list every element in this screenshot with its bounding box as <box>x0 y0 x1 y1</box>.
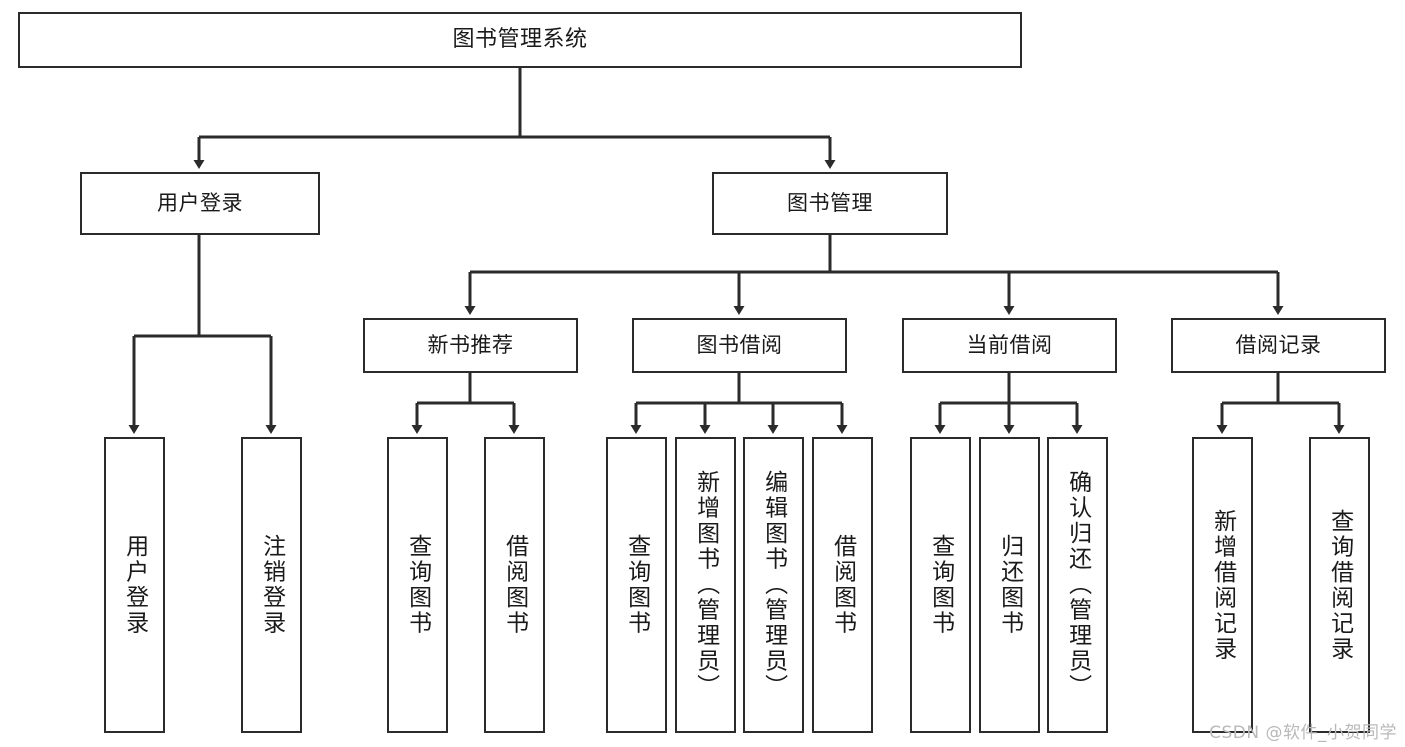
node-label: 图书管理 <box>787 191 873 216</box>
node-label: 编辑图书（管理员） <box>760 470 787 700</box>
node-label: 用户登录 <box>121 534 148 636</box>
node-label: 注销登录 <box>258 534 285 636</box>
node-label: 用户登录 <box>157 191 243 216</box>
leaf-book-borrow-edit-book-admin[interactable]: 编辑图书（管理员） <box>743 437 804 733</box>
leaf-current-borrow-query-book[interactable]: 查询图书 <box>910 437 971 733</box>
leaf-book-borrow-add-book-admin[interactable]: 新增图书（管理员） <box>675 437 736 733</box>
node-label: 图书管理系统 <box>452 27 588 53</box>
node-label: 图书借阅 <box>696 333 783 358</box>
node-label: 确认归还（管理员） <box>1064 470 1091 700</box>
leaf-user-login-logout[interactable]: 注销登录 <box>241 437 302 733</box>
node-new-book-recommendation[interactable]: 新书推荐 <box>363 318 578 373</box>
node-borrow-record[interactable]: 借阅记录 <box>1171 318 1386 373</box>
leaf-book-borrow-query-book[interactable]: 查询图书 <box>606 437 667 733</box>
leaf-current-borrow-return-book[interactable]: 归还图书 <box>979 437 1040 733</box>
node-label: 查询图书 <box>927 534 954 636</box>
node-book-borrow[interactable]: 图书借阅 <box>632 318 847 373</box>
node-root-book-management-system[interactable]: 图书管理系统 <box>18 12 1022 68</box>
node-label: 查询图书 <box>404 534 431 636</box>
node-user-login[interactable]: 用户登录 <box>80 172 320 235</box>
node-label: 新增图书（管理员） <box>692 470 719 700</box>
leaf-book-borrow-borrow-book[interactable]: 借阅图书 <box>812 437 873 733</box>
node-current-borrow[interactable]: 当前借阅 <box>902 318 1117 373</box>
node-label: 借阅图书 <box>501 534 528 636</box>
node-label: 借阅记录 <box>1235 333 1322 358</box>
leaf-new-book-borrow-book[interactable]: 借阅图书 <box>484 437 545 733</box>
node-label: 新书推荐 <box>427 333 514 358</box>
node-book-management[interactable]: 图书管理 <box>712 172 948 235</box>
csdn-watermark: CSDN @软件_小贺同学 <box>1209 723 1397 743</box>
node-label: 当前借阅 <box>966 333 1053 358</box>
leaf-borrow-record-add-record[interactable]: 新增借阅记录 <box>1192 437 1253 733</box>
node-label: 归还图书 <box>996 534 1023 636</box>
node-label: 新增借阅记录 <box>1209 508 1236 662</box>
node-label: 借阅图书 <box>829 534 856 636</box>
node-label: 查询图书 <box>623 534 650 636</box>
leaf-new-book-query-book[interactable]: 查询图书 <box>387 437 448 733</box>
leaf-user-login-login[interactable]: 用户登录 <box>104 437 165 733</box>
node-label: 查询借阅记录 <box>1326 508 1353 662</box>
leaf-borrow-record-query-record[interactable]: 查询借阅记录 <box>1309 437 1370 733</box>
leaf-current-borrow-confirm-return-admin[interactable]: 确认归还（管理员） <box>1047 437 1108 733</box>
